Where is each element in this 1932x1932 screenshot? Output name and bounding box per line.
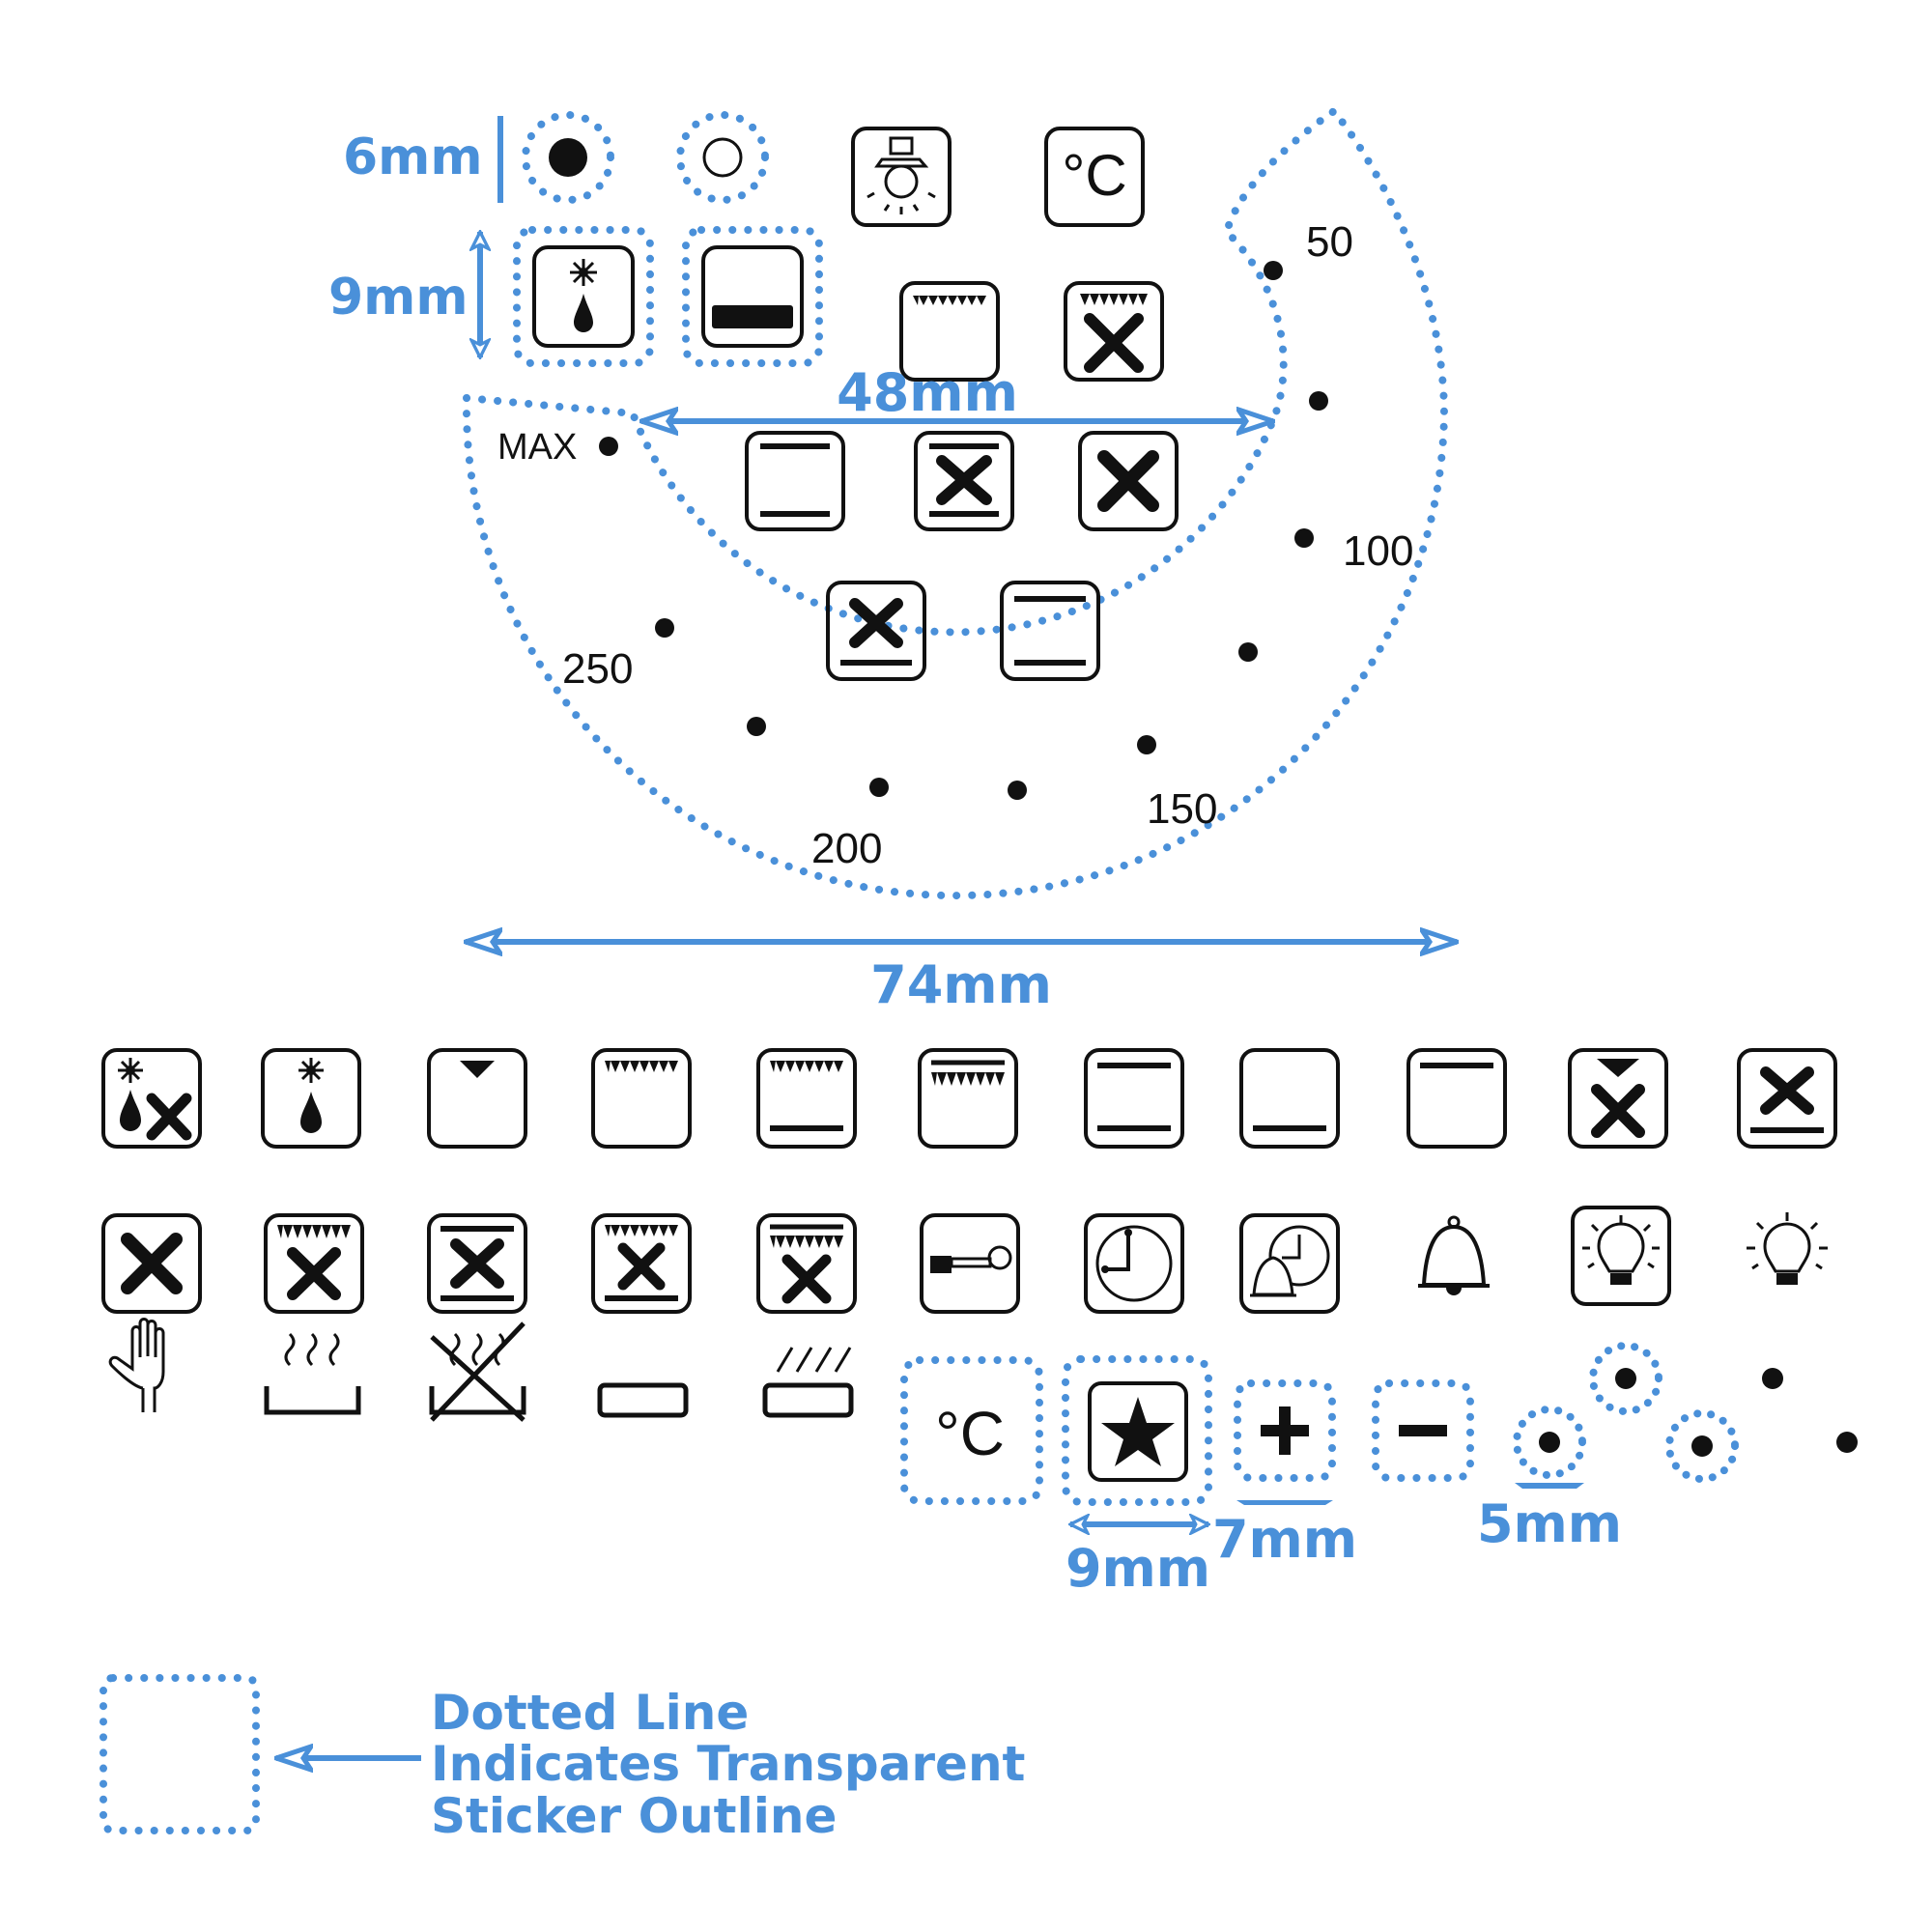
grill-bar-icon <box>682 226 823 367</box>
dim-7mm-label: 7mm <box>1212 1509 1357 1570</box>
fan-grill-bottom-icon <box>591 1213 692 1314</box>
top-bottom-heat-small-icon <box>1000 581 1100 681</box>
fan-grill-icon <box>1568 1048 1668 1149</box>
hand-icon <box>108 1318 165 1412</box>
hot-tray-icon <box>762 1347 854 1418</box>
dial-temp-100: 100 <box>1343 527 1413 575</box>
fan-bottom-icon <box>1737 1048 1837 1149</box>
dial-temp-150: 150 <box>1147 785 1217 833</box>
dial-temp-200: 200 <box>811 825 882 872</box>
defrost-icon <box>513 226 654 367</box>
double-grill-icon <box>918 1048 1018 1149</box>
dot-icons <box>1513 1342 1858 1483</box>
legend-line3: Sticker Outline <box>431 1788 837 1844</box>
fan-top-bottom-icon <box>427 1213 527 1314</box>
dial-dot <box>1294 528 1314 548</box>
defrost-icon <box>261 1048 361 1149</box>
star-button-icon <box>1062 1355 1212 1506</box>
top-bottom-heat-icon <box>745 431 845 531</box>
minus-button-icon <box>1372 1379 1474 1482</box>
dial-temp-50: 50 <box>1306 218 1353 266</box>
dial-max-label: MAX <box>497 427 577 468</box>
dial-dot <box>599 437 618 456</box>
svg-text:°C: °C <box>1062 143 1126 208</box>
dim-74mm-label: 74mm <box>870 954 1052 1015</box>
dial-dot <box>1238 642 1258 662</box>
temperature-dial <box>462 105 1449 900</box>
dim-5mm-bar <box>1515 1483 1584 1489</box>
fan-full-grill-icon <box>264 1213 364 1314</box>
bottom-heat-icon <box>1239 1048 1340 1149</box>
fan-bottom-icon <box>826 581 926 681</box>
dim-6mm-label: 6mm <box>343 128 483 186</box>
dim-5mm-label: 5mm <box>1477 1493 1622 1554</box>
small-grill-icon <box>427 1048 527 1149</box>
lamp-icon <box>1747 1212 1828 1285</box>
steam-icon <box>264 1332 361 1415</box>
oven-lamp-icon <box>851 127 952 227</box>
top-heat-icon <box>1406 1048 1507 1149</box>
legend-line1: Dotted Line <box>431 1685 749 1741</box>
defrost-fan-icon <box>101 1048 202 1149</box>
dial-dot <box>747 717 766 736</box>
fan-icon <box>1078 431 1179 531</box>
dial-dot <box>655 618 674 638</box>
fan-icon <box>101 1213 202 1314</box>
dim-9mm-bottom-label: 9mm <box>1065 1538 1210 1599</box>
lamp-box-icon <box>1571 1206 1671 1306</box>
dial-temp-250: 250 <box>562 645 633 693</box>
fan-grill-icon <box>1064 281 1164 382</box>
no-steam-icon <box>429 1321 526 1422</box>
legend-sample-outline <box>99 1674 260 1834</box>
lock-key-icon <box>920 1213 1020 1314</box>
indicator-empty-icon <box>676 111 769 204</box>
tray-icon <box>597 1382 689 1418</box>
dial-dot <box>1008 781 1027 800</box>
alarm-clock-icon <box>1239 1213 1340 1314</box>
plus-button-icon <box>1234 1379 1336 1482</box>
legend: Dotted Line Indicates Transparent Sticke… <box>99 1674 1025 1844</box>
fan-top-bottom-icon <box>914 431 1014 531</box>
svg-text:°C: °C <box>935 1399 1005 1468</box>
full-grill-icon <box>591 1048 692 1149</box>
dim-48mm-label: 48mm <box>837 362 1018 423</box>
dial-dot <box>1264 261 1283 280</box>
dial-dot <box>1309 391 1328 411</box>
celsius-icon: °C <box>900 1356 1043 1505</box>
fan-double-grill-icon <box>756 1213 857 1314</box>
dim-7mm-bar <box>1236 1500 1333 1505</box>
dial-dot <box>1137 735 1156 754</box>
dial-dot <box>869 778 889 797</box>
dim-9mm-label: 9mm <box>328 269 469 327</box>
celsius-icon: °C <box>1044 127 1145 227</box>
bell-icon <box>1418 1215 1490 1295</box>
clock-icon <box>1084 1213 1184 1314</box>
grill-bottom-icon <box>756 1048 857 1149</box>
top-grill-icon <box>899 281 1000 382</box>
indicator-filled-icon <box>522 111 614 204</box>
legend-line2: Indicates Transparent <box>431 1736 1025 1792</box>
top-bottom-heat-icon <box>1084 1048 1184 1149</box>
